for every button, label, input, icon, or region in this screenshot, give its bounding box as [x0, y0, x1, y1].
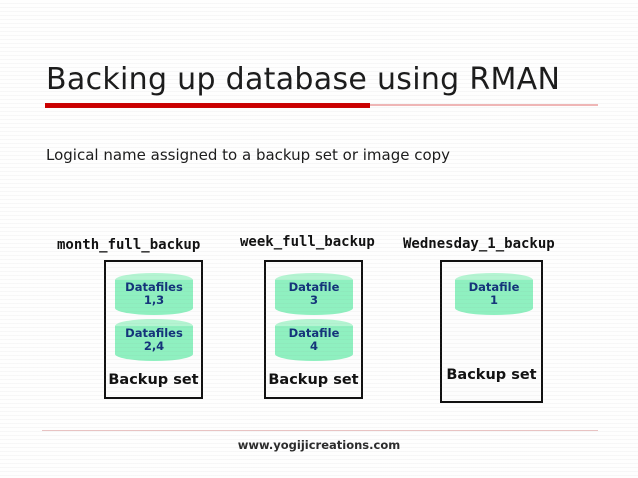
backup-set-caption: Backup set: [446, 367, 537, 383]
cylinder-bottom-ellipse: [115, 347, 193, 361]
datafile-cylinder: Datafiles 1,3: [115, 273, 193, 315]
cylinder-bottom-ellipse: [455, 301, 533, 315]
backup-set-box-month: Datafiles 1,3 Datafiles 2,4 Backup set: [104, 260, 203, 399]
cylinder-label-line1: Datafiles: [125, 326, 183, 340]
datafile-cylinder: Datafile 3: [275, 273, 353, 315]
page-title: Backing up database using RMAN: [46, 62, 561, 97]
footer-divider: [42, 430, 598, 431]
cylinder-label-line1: Datafile: [468, 280, 520, 294]
cylinder-label: Datafiles 2,4: [115, 327, 193, 353]
title-accent-rule-faded: [370, 104, 598, 106]
cylinder-label-line2: 1,3: [143, 293, 165, 307]
backup-set-box-week: Datafile 3 Datafile 4 Backup set: [264, 260, 363, 399]
subtitle-text: Logical name assigned to a backup set or…: [46, 146, 451, 164]
cylinder-label-line2: 1: [489, 293, 498, 307]
backup-set-caption: Backup set: [268, 372, 359, 388]
title-accent-rule: [45, 103, 598, 108]
backup-set-label-month: month_full_backup: [57, 237, 201, 253]
cylinder-label: Datafile 3: [275, 281, 353, 307]
cylinder-bottom-ellipse: [115, 301, 193, 315]
backup-set-caption: Backup set: [108, 372, 199, 388]
datafile-cylinder: Datafile 1: [455, 273, 533, 315]
cylinder-label-line2: 2,4: [143, 339, 165, 353]
cylinder-label: Datafiles 1,3: [115, 281, 193, 307]
cylinder-label-line2: 4: [309, 339, 318, 353]
title-accent-rule-strong: [45, 103, 370, 108]
backup-set-box-wednesday: Datafile 1 Backup set: [440, 260, 543, 403]
cylinder-label-line1: Datafiles: [125, 280, 183, 294]
cylinder-bottom-ellipse: [275, 301, 353, 315]
datafile-cylinder: Datafiles 2,4: [115, 319, 193, 361]
datafile-cylinder: Datafile 4: [275, 319, 353, 361]
cylinder-label: Datafile 4: [275, 327, 353, 353]
cylinder-label-line1: Datafile: [288, 326, 340, 340]
cylinder-label-line2: 3: [309, 293, 318, 307]
cylinder-label-line1: Datafile: [288, 280, 340, 294]
footer-website-text: www.yogijicreations.com: [237, 438, 401, 452]
cylinder-bottom-ellipse: [275, 347, 353, 361]
backup-set-label-week: week_full_backup: [240, 234, 375, 250]
cylinder-label: Datafile 1: [455, 281, 533, 307]
backup-set-label-wednesday: Wednesday_1_backup: [403, 236, 555, 252]
